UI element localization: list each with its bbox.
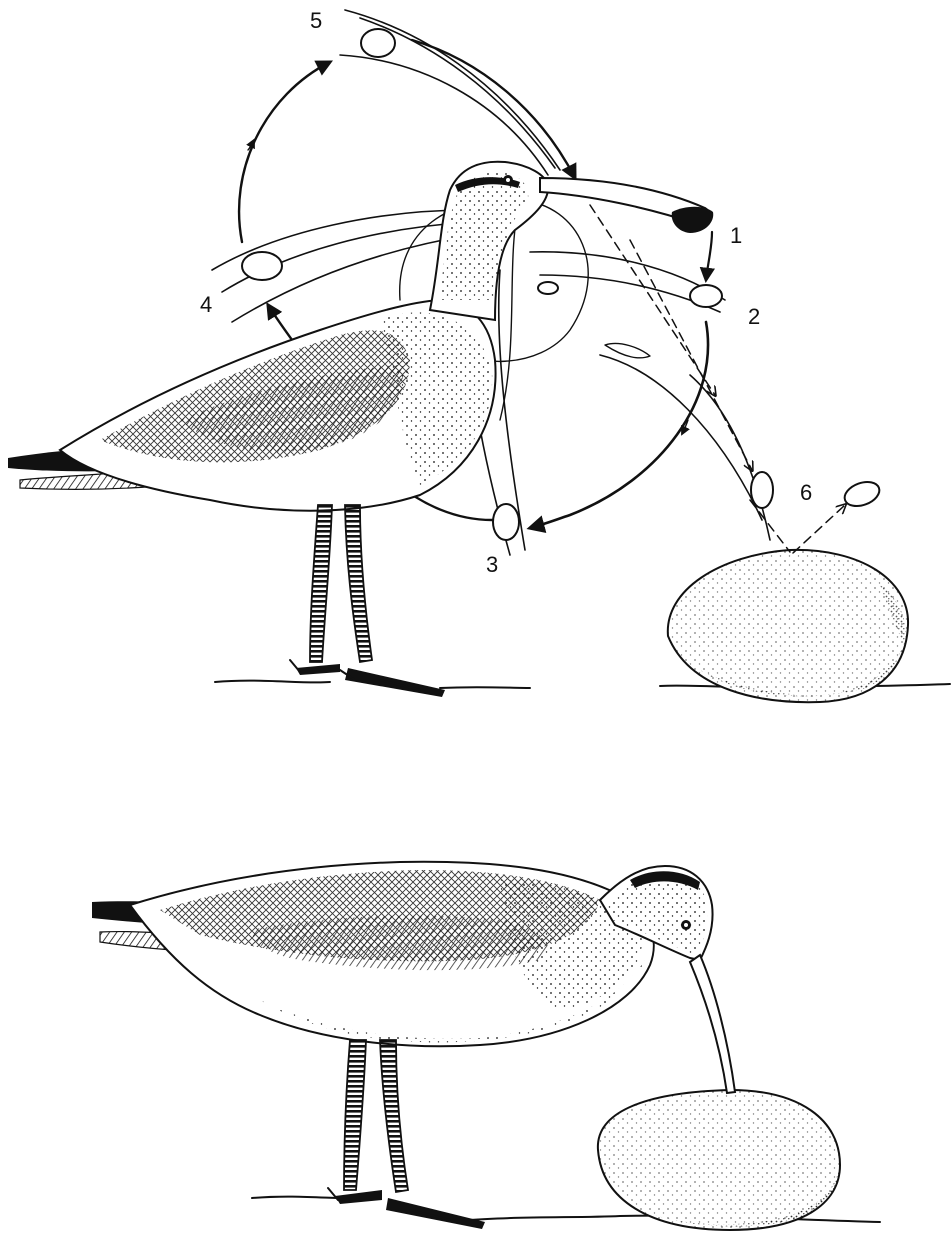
- egg-icon: [751, 472, 773, 508]
- egg-icon: [361, 29, 395, 57]
- bottom-figure: [92, 862, 880, 1230]
- label-6: 6: [800, 480, 812, 505]
- label-1: 1: [730, 223, 742, 248]
- egg-icon: [493, 504, 519, 540]
- egg-icon: [672, 207, 714, 233]
- egg-icon: [841, 478, 882, 511]
- label-2: 2: [748, 304, 760, 329]
- top-figure: 5 1 2 3 4 6: [8, 8, 950, 702]
- egg-icon: [690, 285, 722, 307]
- egg-icon: [598, 1090, 840, 1230]
- label-4: 4: [200, 292, 212, 317]
- bird-icon: [8, 162, 713, 697]
- label-3: 3: [486, 552, 498, 577]
- label-5: 5: [310, 8, 322, 33]
- egg-icon: [242, 252, 282, 280]
- stone-icon: [668, 550, 908, 702]
